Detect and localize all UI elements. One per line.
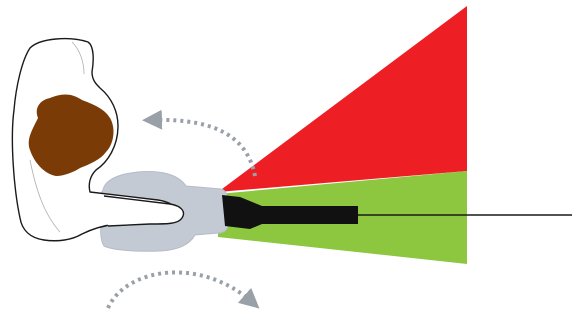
curved-arrow-up-icon bbox=[152, 120, 255, 176]
danger-zone bbox=[218, 6, 467, 192]
curved-arrow-down-icon bbox=[108, 272, 252, 308]
person-top-view-icon bbox=[12, 39, 183, 241]
